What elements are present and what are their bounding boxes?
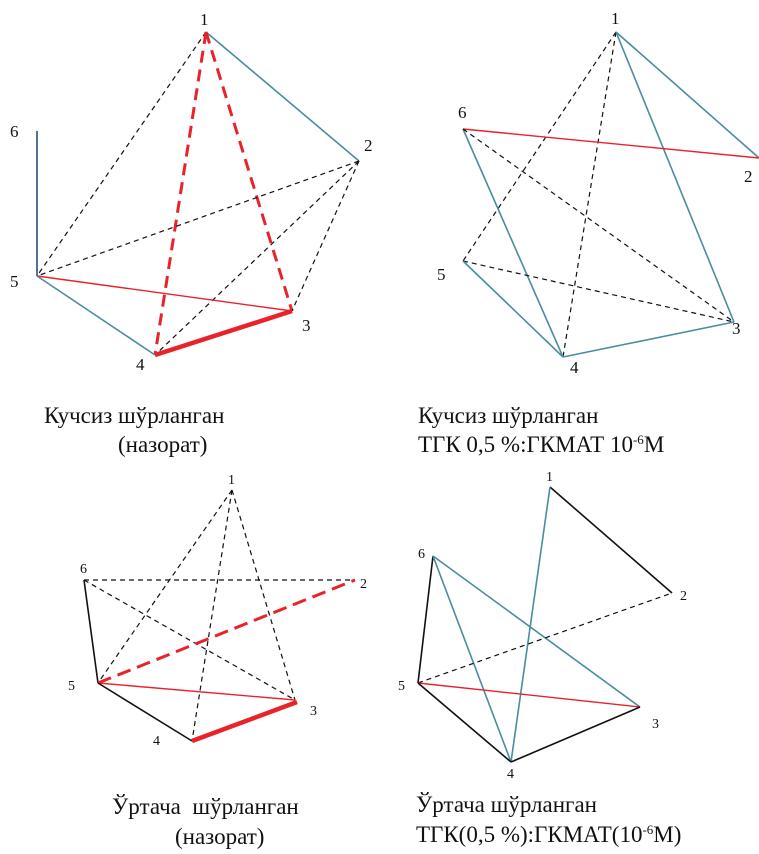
edge-1-5 [462,31,617,262]
edge-1-4 [191,489,233,742]
caption-text: ТГК(0,5 %):ГКМАТ(10 [416,822,643,847]
node-label-5: 5 [68,679,75,694]
edge-1-4 [510,486,551,763]
edge-6-4 [462,128,564,358]
edge-6-3 [83,579,296,701]
node-label-3: 3 [732,319,741,338]
edge-6-5 [417,555,434,684]
caption-superscript: -6 [632,432,644,447]
edge-5-4 [417,682,512,763]
node-label-5: 5 [437,265,446,284]
edge-5-4 [97,682,193,742]
panel-1-diagram: 1 2 3 4 5 6 [10,10,373,374]
panel-3-caption-line1: Ўртача шўрланган [112,794,299,819]
panel-4-caption-line1: Ўртача шўрланган [416,792,597,817]
edge-4-3 [562,321,735,358]
edge-6-3 [462,128,735,323]
node-label-5: 5 [10,272,19,291]
node-label-4: 4 [570,358,579,377]
panel-3-caption-line2: (назорат) [175,824,265,849]
edge-1-5 [36,31,207,277]
edge-1-4 [153,31,208,356]
edge-2-3 [291,160,360,312]
panel-1-caption-line2: (назорат) [118,432,208,457]
panel-1-caption-line1: Кучсиз шўрланган [44,403,225,428]
edge-1-2 [549,486,673,594]
panel-4-diagram: 1 2 3 4 5 6 [398,470,687,782]
edge-5-2 [97,578,356,685]
node-label-2: 2 [364,136,373,155]
node-label-3: 3 [302,316,311,335]
caption-superscript: -6 [642,822,654,837]
panel-2-caption-line2: ТГК 0,5 %:ГКМАТ 10-6М [418,430,664,460]
edge-1-5 [97,489,233,684]
edge-5-3 [97,682,296,701]
panel-3-diagram: 1 2 3 4 5 6 [68,473,367,749]
edge-5-3 [462,260,735,323]
node-label-6: 6 [10,122,19,141]
caption-text: ТГК 0,5 %:ГКМАТ 10 [418,432,633,457]
node-label-2: 2 [680,589,687,604]
edge-4-3 [154,308,293,358]
node-label-6: 6 [80,562,87,577]
node-label-2: 2 [744,167,753,186]
edge-1-3 [231,489,296,701]
panel-2-diagram: 1 2 3 4 5 6 [437,9,759,377]
edge-6-2 [462,128,759,159]
node-label-2: 2 [360,577,367,592]
edge-4-3 [191,699,298,744]
edge-1-4 [562,31,617,358]
edge-2-5 [36,160,360,277]
edge-2-4 [154,160,360,356]
node-label-1: 1 [546,470,553,485]
node-label-6: 6 [458,103,467,122]
node-label-1: 1 [611,9,620,28]
node-label-1: 1 [200,10,209,29]
edge-5-4 [36,275,156,356]
node-label-4: 4 [507,767,514,782]
edge-5-3 [417,682,641,708]
node-label-1: 1 [228,473,235,488]
node-label-4: 4 [153,734,160,749]
caption-text-end: М) [653,822,682,847]
node-label-3: 3 [652,717,659,732]
edge-4-3 [510,706,641,763]
caption-text-end: М [643,432,665,457]
edge-1-2 [615,31,759,159]
edge-1-3 [204,31,294,312]
node-label-4: 4 [136,355,145,374]
panel-4-caption-line2: ТГК(0,5 %):ГКМАТ(10-6М) [416,820,681,850]
node-label-6: 6 [418,547,425,562]
edge-6-4 [432,555,512,763]
edge-5-3 [36,275,293,312]
edge-6-3 [432,555,641,708]
edge-6-5 [83,579,99,684]
edge-5-4 [462,260,564,358]
edge-1-2 [205,31,360,162]
node-label-3: 3 [310,704,317,719]
node-label-5: 5 [398,679,405,694]
panel-2-caption-line1: Кучсиз шўрланган [418,403,599,428]
edge-1-3 [615,31,735,323]
